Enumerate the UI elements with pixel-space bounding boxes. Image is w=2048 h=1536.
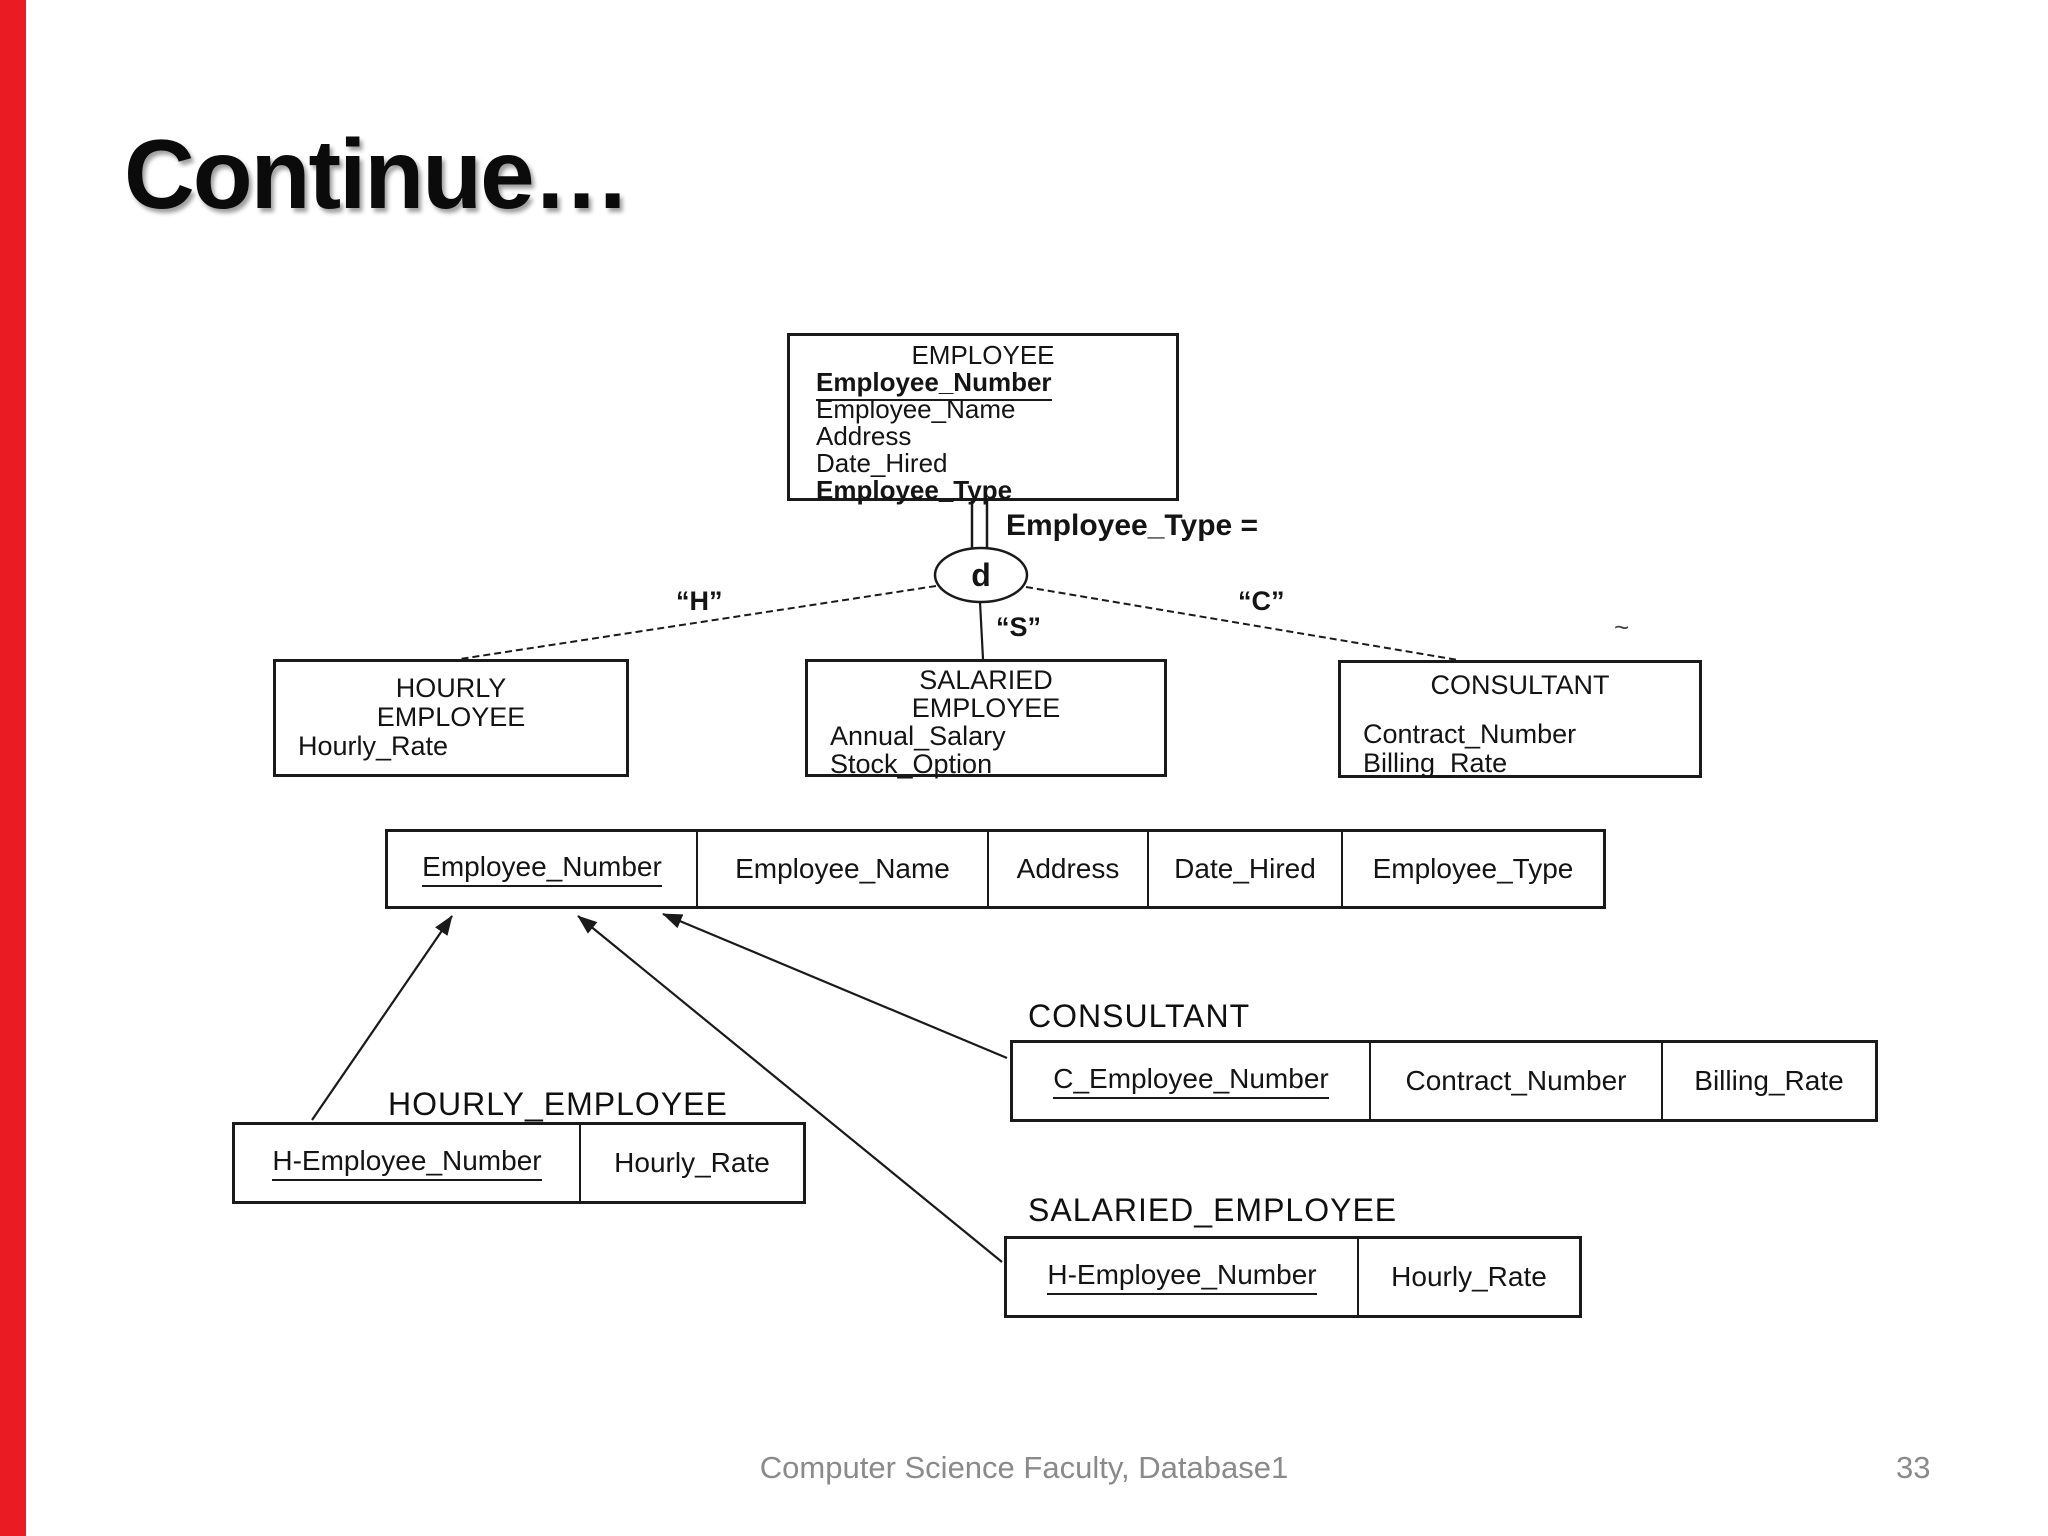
table-cell: Hourly_Rate <box>614 1147 770 1178</box>
entity-attr: Employee_Name <box>816 394 1016 424</box>
hourly-table-label: HOURLY_EMPLOYEE <box>388 1086 728 1122</box>
subtype-attr: Contract_Number <box>1363 719 1577 749</box>
branch-label-c: “C” <box>1238 586 1285 616</box>
stray-mark: ~ <box>1614 612 1630 642</box>
salaried-employee-box: SALARIED EMPLOYEE Annual_Salary Stock_Op… <box>805 659 1167 779</box>
table-cell: Billing_Rate <box>1694 1065 1844 1096</box>
slide-title: Continue… <box>124 119 631 229</box>
consultant-relation-table: C_Employee_Number Contract_Number Billin… <box>1010 1040 1878 1122</box>
table-cell-employee-number: Employee_Number <box>388 832 698 906</box>
subtype-attr: Hourly_Rate <box>298 731 449 761</box>
subtype-attr: Annual_Salary <box>830 721 1006 751</box>
subtype-attr: Stock_Option <box>830 749 993 779</box>
employee-relation-table: Employee_Number Employee_Name Address Da… <box>385 829 1606 909</box>
branch-label-h: “H” <box>676 586 723 616</box>
hourly-relation-table: H-Employee_Number Hourly_Rate <box>232 1122 806 1204</box>
subtype-title-line: CONSULTANT <box>1430 670 1610 700</box>
subtype-title-line: SALARIED <box>919 665 1053 695</box>
fk-arrow-consultant <box>662 912 1008 1060</box>
table-cell: Hourly_Rate <box>1391 1261 1547 1292</box>
disjoint-circle <box>933 546 1029 604</box>
subtype-title-line: HOURLY <box>395 673 507 703</box>
branch-line-salaried <box>978 601 985 660</box>
footer-text: Computer Science Faculty, Database1 <box>759 1450 1289 1485</box>
employee-entity-box: EMPLOYEE Employee_Number Employee_Name A… <box>787 333 1179 505</box>
slide-accent-bar <box>0 0 26 1536</box>
entity-attr-key: Employee_Number <box>790 367 1176 401</box>
table-cell: Employee_Type <box>1372 853 1574 884</box>
entity-attr: Address <box>816 421 912 451</box>
disjoint-symbol: d <box>971 557 991 593</box>
fk-arrow-hourly <box>311 915 453 1121</box>
salaried-relation-table: H-Employee_Number Hourly_Rate <box>1004 1236 1582 1318</box>
branch-label-s: “S” <box>996 612 1042 642</box>
table-cell: Address <box>989 832 1149 906</box>
table-cell: Date_Hired <box>1149 832 1343 906</box>
table-cell: Contract_Number <box>1371 1043 1663 1119</box>
subtype-attr: Billing_Rate <box>1363 748 1508 778</box>
spacer <box>1341 700 1699 720</box>
fk-arrow-salaried <box>577 915 1003 1263</box>
table-cell: Employee_Name <box>698 832 989 906</box>
consultant-box: CONSULTANT Contract_Number Billing_Rate <box>1338 660 1702 778</box>
employee-entity-title: EMPLOYEE <box>911 340 1055 370</box>
subtype-title-line: EMPLOYEE <box>376 702 526 732</box>
entity-attr: Date_Hired <box>816 448 948 478</box>
page-number: 33 <box>1896 1450 1931 1485</box>
hourly-employee-box: HOURLY EMPLOYEE Hourly_Rate <box>273 659 629 777</box>
entity-attr: Employee_Type <box>816 475 1013 505</box>
branch-line-hourly <box>459 585 937 660</box>
branch-line-consultant <box>1025 586 1459 661</box>
salaried-table-label: SALARIED_EMPLOYEE <box>1028 1192 1398 1228</box>
subtype-title-line: EMPLOYEE <box>911 693 1061 723</box>
discriminator-rule-label: Employee_Type = <box>1006 509 1259 542</box>
consultant-table-label: CONSULTANT <box>1028 998 1251 1034</box>
table-cell-h-employee-number: H-Employee_Number <box>1007 1239 1359 1315</box>
table-cell-h-employee-number: H-Employee_Number <box>235 1125 581 1201</box>
table-cell-c-employee-number: C_Employee_Number <box>1013 1043 1371 1119</box>
